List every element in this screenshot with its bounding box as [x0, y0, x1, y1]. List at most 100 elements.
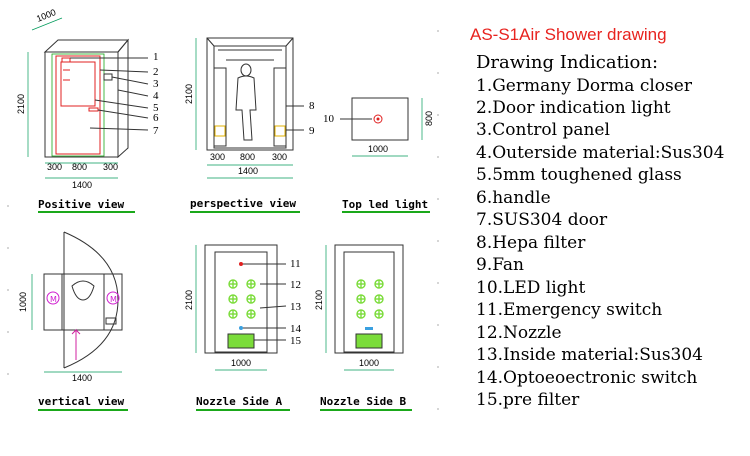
positive-front-face [44, 51, 119, 158]
nozzle-a-dim-width: 1000 [231, 358, 251, 368]
positive-door [55, 55, 101, 155]
nozzle-b-outer [334, 244, 404, 354]
label-nozzle-b: Nozzle Side B [320, 395, 406, 408]
indication-item-1: 1.Germany Dorma closer [476, 76, 693, 96]
nozzle-side-a [204, 244, 287, 354]
perspective-dim-height: 2100 [184, 84, 194, 104]
indication-heading: Drawing Indication: [476, 52, 658, 73]
positive-dimensions [27, 17, 118, 179]
handle-icon [88, 107, 99, 112]
nozzle-a-outer [204, 244, 278, 354]
callout-2: 2 [153, 66, 159, 78]
nozzle-b-5 [356, 309, 366, 319]
indication-item-5: 5.5mm toughened glass [476, 165, 682, 185]
nozzle-b-4 [374, 294, 384, 304]
indication-item-10: 10.LED light [476, 278, 585, 298]
vertical-view [43, 231, 123, 369]
positive-dim-mid: 800 [72, 162, 87, 172]
indication-item-11: 11.Emergency switch [476, 300, 662, 320]
positive-frame [51, 53, 105, 157]
positive-top-face [43, 39, 130, 53]
nozzle-b-grid [356, 279, 384, 319]
vertical-left-fan [43, 273, 63, 331]
vertical-panel-icon [105, 317, 117, 325]
person-top-icon [71, 280, 95, 301]
motor-right-label: M [110, 295, 117, 304]
nozzle-b-6 [374, 309, 384, 319]
indication-item-12: 12.Nozzle [476, 323, 562, 343]
label-vertical-view: vertical view [38, 395, 124, 408]
nozzle-a-3 [228, 294, 238, 304]
person-body-icon [235, 75, 257, 141]
callout-3: 3 [153, 78, 159, 90]
perspective-dim-width: 1400 [238, 166, 258, 176]
nozzle-a-dimensions [195, 245, 267, 371]
positive-glass [60, 61, 96, 107]
motor-right-icon [106, 291, 120, 305]
emergency-switch-icon [239, 262, 243, 266]
door-closer-icon [61, 57, 71, 63]
top-led-view [340, 97, 409, 141]
positive-dim-width: 1400 [72, 180, 92, 190]
nozzle-b-inner [343, 251, 395, 353]
positive-dim-height: 2100 [16, 94, 26, 114]
nozzle-a-6 [246, 309, 256, 319]
nozzle-a-grid [228, 279, 256, 319]
top-led-dim-width: 1000 [368, 144, 388, 154]
pre-filter-b [355, 333, 383, 349]
indication-item-9: 9.Fan [476, 255, 524, 275]
label-positive-view: Positive view [38, 198, 124, 211]
perspective-dim-mid: 800 [240, 152, 255, 162]
nozzle-a-dim-height: 2100 [184, 290, 194, 310]
vertical-dim-depth: 1000 [18, 292, 28, 312]
control-panel-icon [103, 73, 113, 81]
nozzle-b-dimensions [325, 245, 394, 371]
nozzle-b-3 [356, 294, 366, 304]
label-top-led: Top led light [342, 198, 428, 211]
fan-left-icon [214, 125, 226, 137]
drawing-title: AS-S1Air Shower drawing [470, 25, 667, 44]
top-led-dim-depth: 800 [424, 111, 434, 126]
indication-item-15: 15.pre filter [476, 390, 580, 410]
callout-7: 7 [153, 125, 159, 137]
nozzle-a-inner [214, 251, 268, 353]
top-led-dimensions [352, 98, 423, 157]
motor-left-label: M [50, 295, 57, 304]
perspective-dim-left: 300 [210, 152, 225, 162]
callout-9: 9 [309, 125, 315, 137]
perspective-view [206, 37, 304, 151]
callout-14: 14 [290, 323, 302, 335]
indication-item-4: 4.Outerside material:Sus304 [476, 143, 724, 163]
positive-dim-right: 300 [103, 162, 118, 172]
indication-item-8: 8.Hepa filter [476, 233, 586, 253]
callout-13: 13 [290, 301, 302, 313]
perspective-dim-right: 300 [272, 152, 287, 162]
vertical-dimensions [31, 274, 122, 373]
nozzle-b-dim-height: 2100 [314, 290, 324, 310]
positive-view [43, 38, 149, 159]
label-nozzle-a: Nozzle Side A [196, 395, 282, 408]
nozzle-side-b [334, 244, 404, 354]
callout-8: 8 [309, 100, 315, 112]
perspective-left-wall [213, 67, 227, 147]
callout-1: 1 [153, 51, 159, 63]
entry-arrow-icon [71, 328, 81, 360]
callout-10: 10 [323, 113, 335, 125]
indication-list: 1.Germany Dorma closer 2.Door indication… [476, 76, 724, 410]
perspective-dimensions [195, 38, 293, 179]
nozzle-a-5 [228, 309, 238, 319]
nozzle-b-dim-width: 1000 [359, 358, 379, 368]
indication-item-14: 14.Optoeoectronic switch [476, 368, 697, 388]
pre-filter-a [227, 333, 255, 349]
vertical-right-fan [103, 273, 123, 331]
optoelectronic-switch-icon [239, 326, 243, 330]
label-perspective-view: perspective view [190, 197, 296, 210]
vertical-dim-width: 1400 [72, 373, 92, 383]
nozzle-b-sensor-icon [365, 327, 373, 330]
callout-6: 6 [153, 112, 159, 124]
perspective-outer [206, 37, 294, 151]
callout-11: 11 [290, 258, 301, 270]
person-head-icon [240, 63, 252, 77]
fan-right-icon [274, 125, 286, 137]
